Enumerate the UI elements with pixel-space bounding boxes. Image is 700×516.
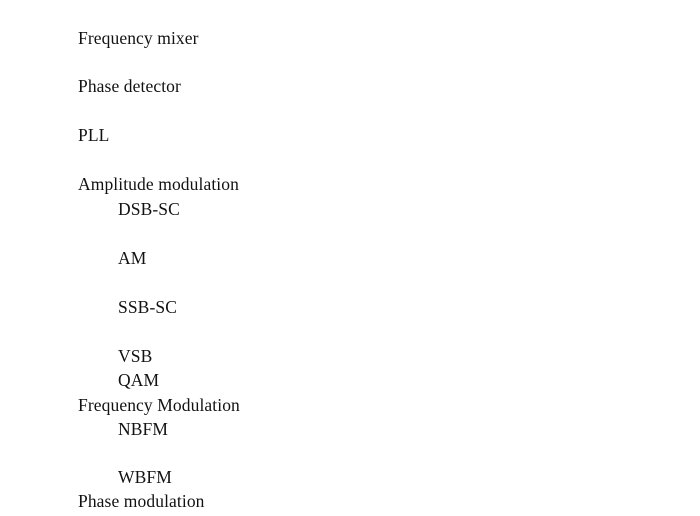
outline-item: QAM: [118, 370, 160, 390]
outline-item: SSB-SC: [118, 297, 177, 317]
outline-item: AM: [118, 248, 147, 268]
outline-item: Amplitude modulation: [78, 174, 239, 194]
outline-item: VSB: [118, 346, 153, 366]
outline-item: PLL: [78, 125, 110, 145]
outline-item: NBFM: [118, 419, 169, 439]
outline-item: WBFM: [118, 467, 172, 487]
outline-item: Frequency Modulation: [78, 395, 240, 415]
outline-item: Phase detector: [78, 76, 181, 96]
outline-item: DSB-SC: [118, 199, 180, 219]
outline-item: Frequency mixer: [78, 28, 199, 48]
outline-item: Phase modulation: [78, 491, 205, 511]
